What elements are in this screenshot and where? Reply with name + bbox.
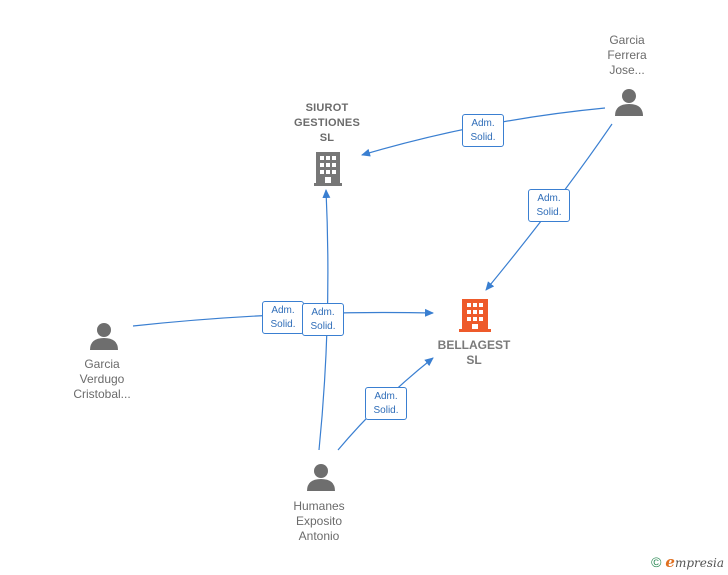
brand-initial: e <box>665 553 675 571</box>
company-label-bellagest[interactable]: BELLAGEST SL <box>438 338 511 368</box>
edge-label-line: Solid. <box>270 319 296 330</box>
label-line: Jose... <box>609 63 645 77</box>
person-label-garcia-verdugo[interactable]: Garcia Verdugo Cristobal... <box>73 357 130 402</box>
person-icon[interactable] <box>90 323 118 350</box>
edge-label-line: Solid. <box>536 207 562 218</box>
person-label-humanes[interactable]: Humanes Exposito Antonio <box>293 499 344 544</box>
brand-name: mpresia <box>674 556 724 570</box>
label-line: Antonio <box>298 529 340 543</box>
edge-label-humanes-bellagest[interactable]: Adm. Solid. <box>365 387 407 420</box>
label-line: Humanes <box>293 499 345 513</box>
edge-label-line: Adm. <box>374 391 398 402</box>
label-line: SIUROT <box>305 102 349 114</box>
label-line: Verdugo <box>79 372 125 386</box>
edge-label-line: Adm. <box>271 305 295 316</box>
person-icon[interactable] <box>307 464 335 491</box>
edge-label-line: Adm. <box>311 307 335 318</box>
copyright-icon: © <box>651 554 662 570</box>
edge-label-line: Adm. <box>537 193 561 204</box>
label-line: Cristobal... <box>73 387 131 401</box>
edge-label-line: Solid. <box>310 321 336 332</box>
building-icon-main[interactable] <box>459 299 491 332</box>
label-line: SL <box>466 353 482 367</box>
building-icon[interactable] <box>314 152 342 186</box>
edge-label-line: Adm. <box>471 118 495 129</box>
footer-brand[interactable]: © empresia <box>651 553 724 571</box>
edge-label-ferrera-siurot[interactable]: Adm. Solid. <box>462 114 504 147</box>
edge-label-verdugo-bellagest[interactable]: Adm. Solid. <box>262 301 304 334</box>
label-line: Exposito <box>295 514 343 528</box>
person-icon[interactable] <box>615 89 643 116</box>
edge-label-humanes-siurot[interactable]: Adm. Solid. <box>302 303 344 336</box>
edge-label-ferrera-bellagest[interactable]: Adm. Solid. <box>528 189 570 222</box>
person-label-garcia-ferrera[interactable]: Garcia Ferrera Jose... <box>607 33 646 78</box>
company-label-siurot[interactable]: SIUROT GESTIONES SL <box>294 101 360 146</box>
edge-label-line: Solid. <box>470 132 496 143</box>
label-line: Garcia <box>84 357 120 371</box>
label-line: Ferrera <box>607 48 647 62</box>
label-line: BELLAGEST <box>437 338 511 352</box>
brand-logo: empresia <box>665 553 724 571</box>
label-line: SL <box>319 132 335 144</box>
label-line: Garcia <box>609 33 645 47</box>
label-line: GESTIONES <box>294 117 360 129</box>
edge-label-line: Solid. <box>373 405 399 416</box>
